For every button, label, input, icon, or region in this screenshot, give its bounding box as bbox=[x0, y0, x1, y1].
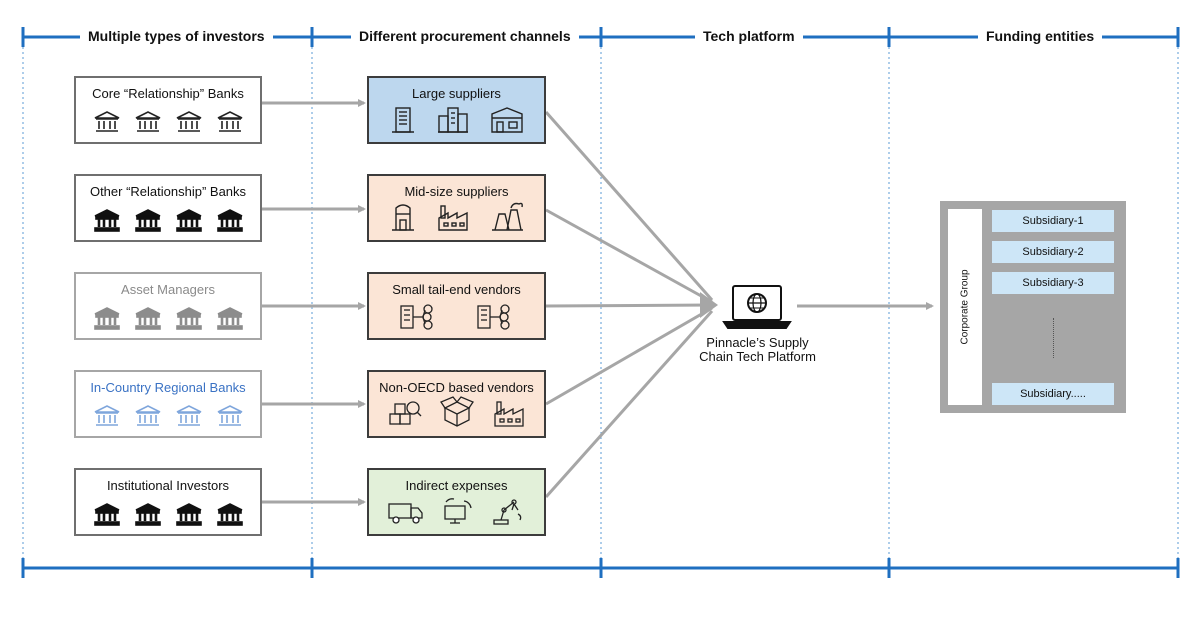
channel-box-mid-size-suppliers: Mid-size suppliers bbox=[367, 174, 546, 242]
investor-label: Institutional Investors bbox=[106, 478, 230, 493]
bank-icon bbox=[135, 111, 160, 132]
investor-box-asset-managers: Asset Managers bbox=[74, 272, 262, 340]
factory-hall-icon bbox=[491, 107, 523, 133]
boxes-inspection-icon bbox=[389, 401, 422, 425]
bank-icon bbox=[176, 405, 201, 426]
channel-icons bbox=[369, 200, 544, 232]
delivery-truck-icon bbox=[388, 503, 423, 524]
bottom-rule bbox=[21, 558, 1180, 578]
bank-icon bbox=[176, 111, 201, 132]
investor-icons bbox=[76, 208, 260, 232]
bank-icon bbox=[134, 503, 161, 526]
bank-icon bbox=[217, 111, 242, 132]
platform-label-line2: Chain Tech Platform bbox=[699, 349, 816, 364]
investor-box-institutional: Institutional Investors bbox=[74, 468, 262, 536]
channel-box-non-oecd-vendors: Non-OECD based vendors bbox=[367, 370, 546, 438]
channel-label: Large suppliers bbox=[412, 86, 501, 101]
investor-label: Other “Relationship” Banks bbox=[89, 184, 247, 199]
channel-box-indirect-expenses: Indirect expenses bbox=[367, 468, 546, 536]
column-title-channels: Different procurement channels bbox=[351, 28, 579, 46]
bank-icon bbox=[135, 405, 160, 426]
investor-box-core-banks: Core “Relationship” Banks bbox=[74, 76, 262, 144]
laptop-globe-icon bbox=[722, 285, 792, 329]
investor-label: In-Country Regional Banks bbox=[90, 380, 246, 395]
channel-box-small-tail-end-vendors: Small tail-end vendors bbox=[367, 272, 546, 340]
bank-icon bbox=[175, 503, 202, 526]
arrow-channel-3 bbox=[545, 303, 713, 308]
channel-box-large-suppliers: Large suppliers bbox=[367, 76, 546, 144]
channel-label: Indirect expenses bbox=[405, 478, 508, 493]
investor-box-other-banks: Other “Relationship” Banks bbox=[74, 174, 262, 242]
column-title-funding: Funding entities bbox=[978, 28, 1103, 46]
channel-icons bbox=[369, 300, 544, 330]
column-title-investors: Multiple types of investors bbox=[80, 28, 273, 46]
bank-icon bbox=[216, 503, 243, 526]
bank-icon bbox=[134, 209, 161, 232]
bank-icon bbox=[216, 307, 243, 330]
bank-icon bbox=[175, 307, 202, 330]
bank-icon bbox=[216, 209, 243, 232]
bank-icon bbox=[94, 111, 119, 132]
column-dividers bbox=[22, 37, 1179, 568]
bank-icon bbox=[93, 307, 120, 330]
converge-arrowhead bbox=[700, 292, 718, 318]
bank-icon bbox=[94, 405, 119, 426]
power-plant-icon bbox=[491, 202, 523, 231]
subsidiary-item: Subsidiary-2 bbox=[992, 241, 1114, 263]
bank-icon bbox=[93, 209, 120, 232]
corporate-group-label-box: Corporate Group bbox=[948, 209, 982, 405]
subsidiary-item: Subsidiary..... bbox=[992, 383, 1114, 405]
investor-icons bbox=[76, 404, 260, 428]
investor-label: Core “Relationship” Banks bbox=[92, 86, 244, 101]
office-building-icon bbox=[392, 107, 415, 133]
building-network-icon bbox=[400, 304, 433, 330]
channel-label: Mid-size suppliers bbox=[404, 184, 509, 199]
channel-label: Non-OECD based vendors bbox=[379, 380, 534, 395]
factory-icon bbox=[494, 401, 524, 427]
channel-icons bbox=[369, 396, 544, 428]
bank-icon bbox=[217, 405, 242, 426]
computer-sync-icon bbox=[444, 498, 473, 524]
investor-box-regional-banks: In-Country Regional Banks bbox=[74, 370, 262, 438]
arrow-channel-2 bbox=[545, 208, 713, 304]
bank-icon bbox=[93, 503, 120, 526]
investor-label: Asset Managers bbox=[121, 282, 215, 297]
channel-arrows bbox=[544, 111, 718, 498]
arrow-channel-4 bbox=[545, 306, 713, 406]
bank-icon bbox=[134, 307, 161, 330]
platform-label: Pinnacle’s Supply Chain Tech Platform bbox=[690, 336, 825, 364]
subsidiary-ellipsis bbox=[1053, 318, 1055, 358]
corporate-group-label: Corporate Group bbox=[959, 269, 971, 345]
factory-icon bbox=[438, 205, 469, 231]
investor-icons bbox=[76, 502, 260, 526]
channel-label: Small tail-end vendors bbox=[392, 282, 521, 297]
robot-arm-icon bbox=[493, 499, 522, 525]
open-box-icon bbox=[440, 396, 475, 427]
bank-icon bbox=[175, 209, 202, 232]
subsidiary-item: Subsidiary-1 bbox=[992, 210, 1114, 232]
column-title-platform: Tech platform bbox=[695, 28, 803, 46]
platform-label-line1: Pinnacle’s Supply bbox=[706, 335, 809, 350]
channel-icons bbox=[369, 104, 544, 134]
arrow-channel-5 bbox=[544, 310, 714, 498]
silo-icon bbox=[392, 204, 415, 231]
arrow-channel-1 bbox=[544, 111, 714, 301]
channel-icons bbox=[369, 496, 544, 526]
city-buildings-icon bbox=[438, 107, 469, 133]
subsidiary-item: Subsidiary-3 bbox=[992, 272, 1114, 294]
investor-arrows bbox=[261, 99, 366, 506]
investor-icons bbox=[76, 110, 260, 134]
building-network-icon bbox=[477, 304, 510, 330]
investor-icons bbox=[76, 306, 260, 330]
